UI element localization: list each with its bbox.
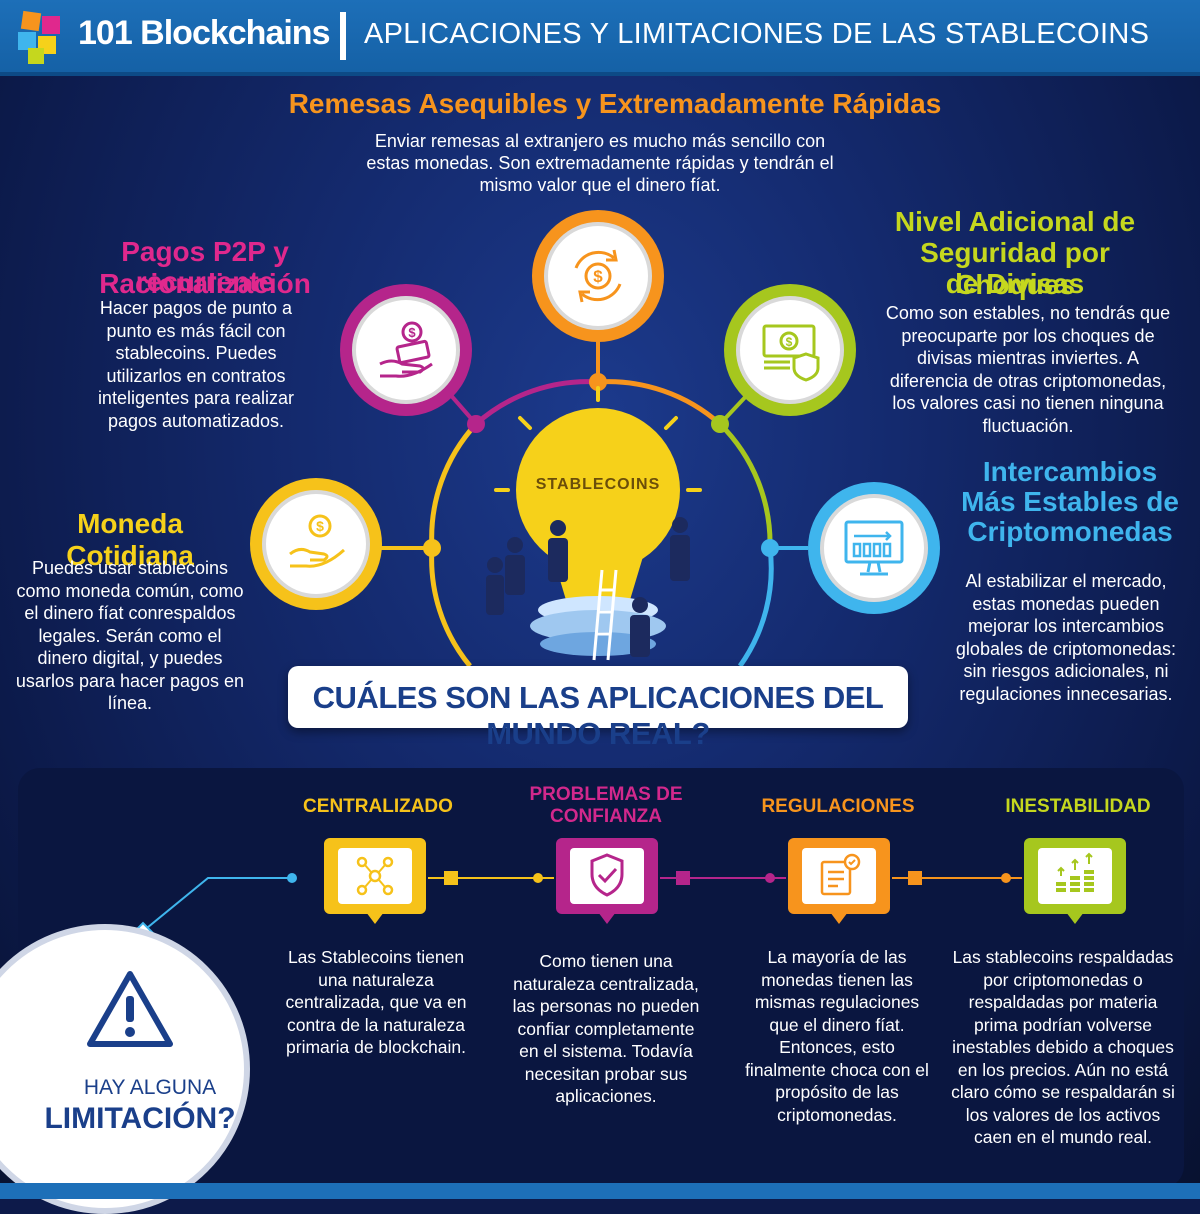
moneda-text: Puedes usar stablecoins como moneda comú… (15, 558, 245, 713)
brand-name: 101 Blockchains (78, 14, 330, 52)
intercambios-title-line1: Intercambios (982, 456, 1158, 487)
limitation-question-line2: LIMITACIÓN? (44, 1102, 236, 1135)
warning-triangle-icon (87, 971, 173, 1047)
real-world-question-banner: CUÁLES SON LAS APLICACIONES DEL MUNDO RE… (288, 666, 908, 751)
header-divider (340, 12, 346, 60)
real-world-question-text: CUÁLES SON LAS APLICACIONES DEL MUNDO RE… (312, 680, 884, 751)
shield-check-icon (590, 853, 624, 897)
inestabilidad-icon-box (1024, 838, 1126, 924)
intercambios-text: Al estabilizar el mercado, estas monedas… (955, 571, 1177, 704)
p2p-circle: $ (340, 284, 472, 416)
seguridad-title-line1: Nivel Adicional de (894, 206, 1136, 237)
connector-dot (761, 539, 779, 557)
centralizado-title: CENTRALIZADO (303, 796, 453, 817)
centralizado-text: Las Stablecoins tienen una naturaleza ce… (285, 947, 467, 1057)
svg-text:$: $ (316, 518, 324, 534)
light-rays-decoration (494, 386, 702, 492)
network-users-icon (356, 856, 394, 896)
intercambios-circle (808, 482, 940, 614)
intercambios-title-line2: Más Estables de (961, 486, 1179, 517)
remesas-text: Enviar remesas al extranjero es mucho má… (366, 131, 834, 195)
seguridad-title-line3: de Divisas (945, 268, 1085, 299)
p2p-text: Hacer pagos de punto a punto es más fáci… (97, 298, 295, 431)
connector-dot (589, 373, 607, 391)
connector-dot (711, 415, 729, 433)
intercambios-title-line3: Criptomonedas (967, 516, 1173, 547)
confianza-title-line1: PROBLEMAS DE (529, 784, 683, 805)
chart-monitor-icon (844, 520, 904, 576)
coin-stacks-icon (1056, 852, 1094, 892)
seguridad-text: Como son estables, no tendrás que preocu… (885, 303, 1171, 436)
regulaciones-icon-box (788, 838, 890, 924)
svg-text:$: $ (786, 335, 793, 349)
currency-exchange-icon: $ (574, 249, 622, 303)
hand-coin-icon: $ (289, 514, 346, 568)
remesas-title: Remesas Asequibles y Extremadamente Rápi… (288, 88, 942, 119)
svg-text:$: $ (408, 325, 416, 340)
banknote-shield-icon: $ (762, 324, 820, 382)
centralizado-icon-box (324, 838, 426, 924)
ladder-illustration (592, 569, 618, 661)
confianza-title-line2: CONFIANZA (550, 806, 662, 827)
header: 101 Blockchains APLICACIONES Y LIMITACIO… (0, 0, 1200, 76)
regulaciones-title: REGULACIONES (761, 796, 915, 817)
hand-money-icon: $ (379, 321, 433, 378)
brand-logo-icon (18, 10, 60, 64)
p2p-title-line2: recurrente (135, 266, 275, 297)
applications-diagram (368, 320, 808, 668)
confianza-icon-box (556, 838, 658, 924)
svg-text:$: $ (593, 267, 603, 286)
connector-dot (467, 415, 485, 433)
moneda-circle: $ (250, 478, 382, 610)
footer-bar (0, 1183, 1200, 1199)
remesas-circle: $ (532, 210, 664, 342)
p2p-title-line1: Pagos P2P y Racionalización (99, 236, 311, 299)
connector-dot (423, 539, 441, 557)
seguridad-title-line2: Seguridad por Choques (920, 237, 1110, 300)
regulaciones-text: La mayoría de las monedas tienen las mis… (745, 947, 929, 1125)
inestabilidad-text: Las stablecoins respaldadas por criptomo… (951, 947, 1175, 1147)
document-regulation-icon (820, 853, 861, 896)
limitation-question-line1: HAY ALGUNA (83, 1076, 217, 1099)
seguridad-circle: $ (724, 284, 856, 416)
confianza-text: Como tienen una naturaleza centralizada,… (512, 951, 700, 1106)
stablecoins-center-label: STABLECOINS (535, 476, 661, 493)
people-illustration (486, 517, 690, 657)
inestabilidad-title: INESTABILIDAD (1005, 796, 1151, 817)
page-title: APLICACIONES Y LIMITACIONES DE LAS STABL… (364, 18, 1150, 50)
moneda-title: Moneda Cotidiana (66, 508, 194, 571)
